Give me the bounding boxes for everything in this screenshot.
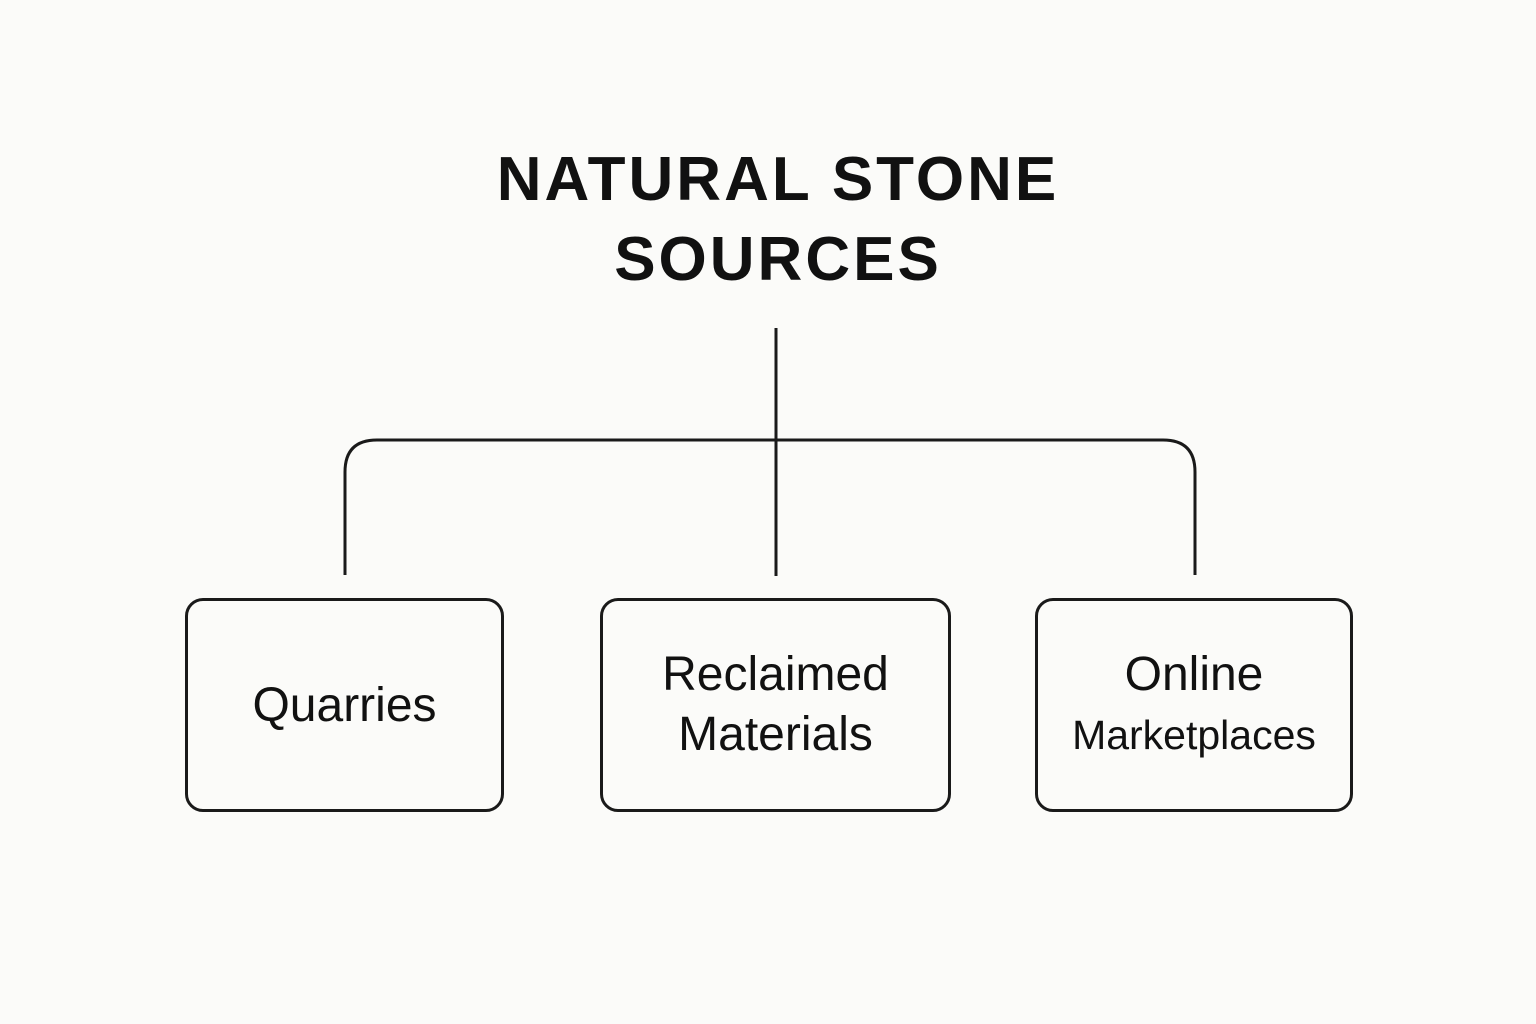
node-label-line-2: Marketplaces xyxy=(1072,712,1316,758)
connector-branch xyxy=(343,438,1197,575)
title-line-1: NATURAL STONE xyxy=(496,145,1060,214)
title-line-2: SOURCES xyxy=(614,225,942,294)
node-quarries: Quarries xyxy=(185,598,504,812)
node-reclaimed-materials: Reclaimed Materials xyxy=(600,598,951,812)
node-online-marketplaces: Online Marketplaces xyxy=(1035,598,1353,812)
diagram-title: NATURAL STONE SOURCES xyxy=(0,140,1536,300)
node-label-line-1: Online xyxy=(1124,648,1264,701)
node-label-line-2: Materials xyxy=(678,708,873,761)
node-label: Quarries xyxy=(252,678,437,732)
node-label-line-1: Reclaimed xyxy=(662,648,889,701)
